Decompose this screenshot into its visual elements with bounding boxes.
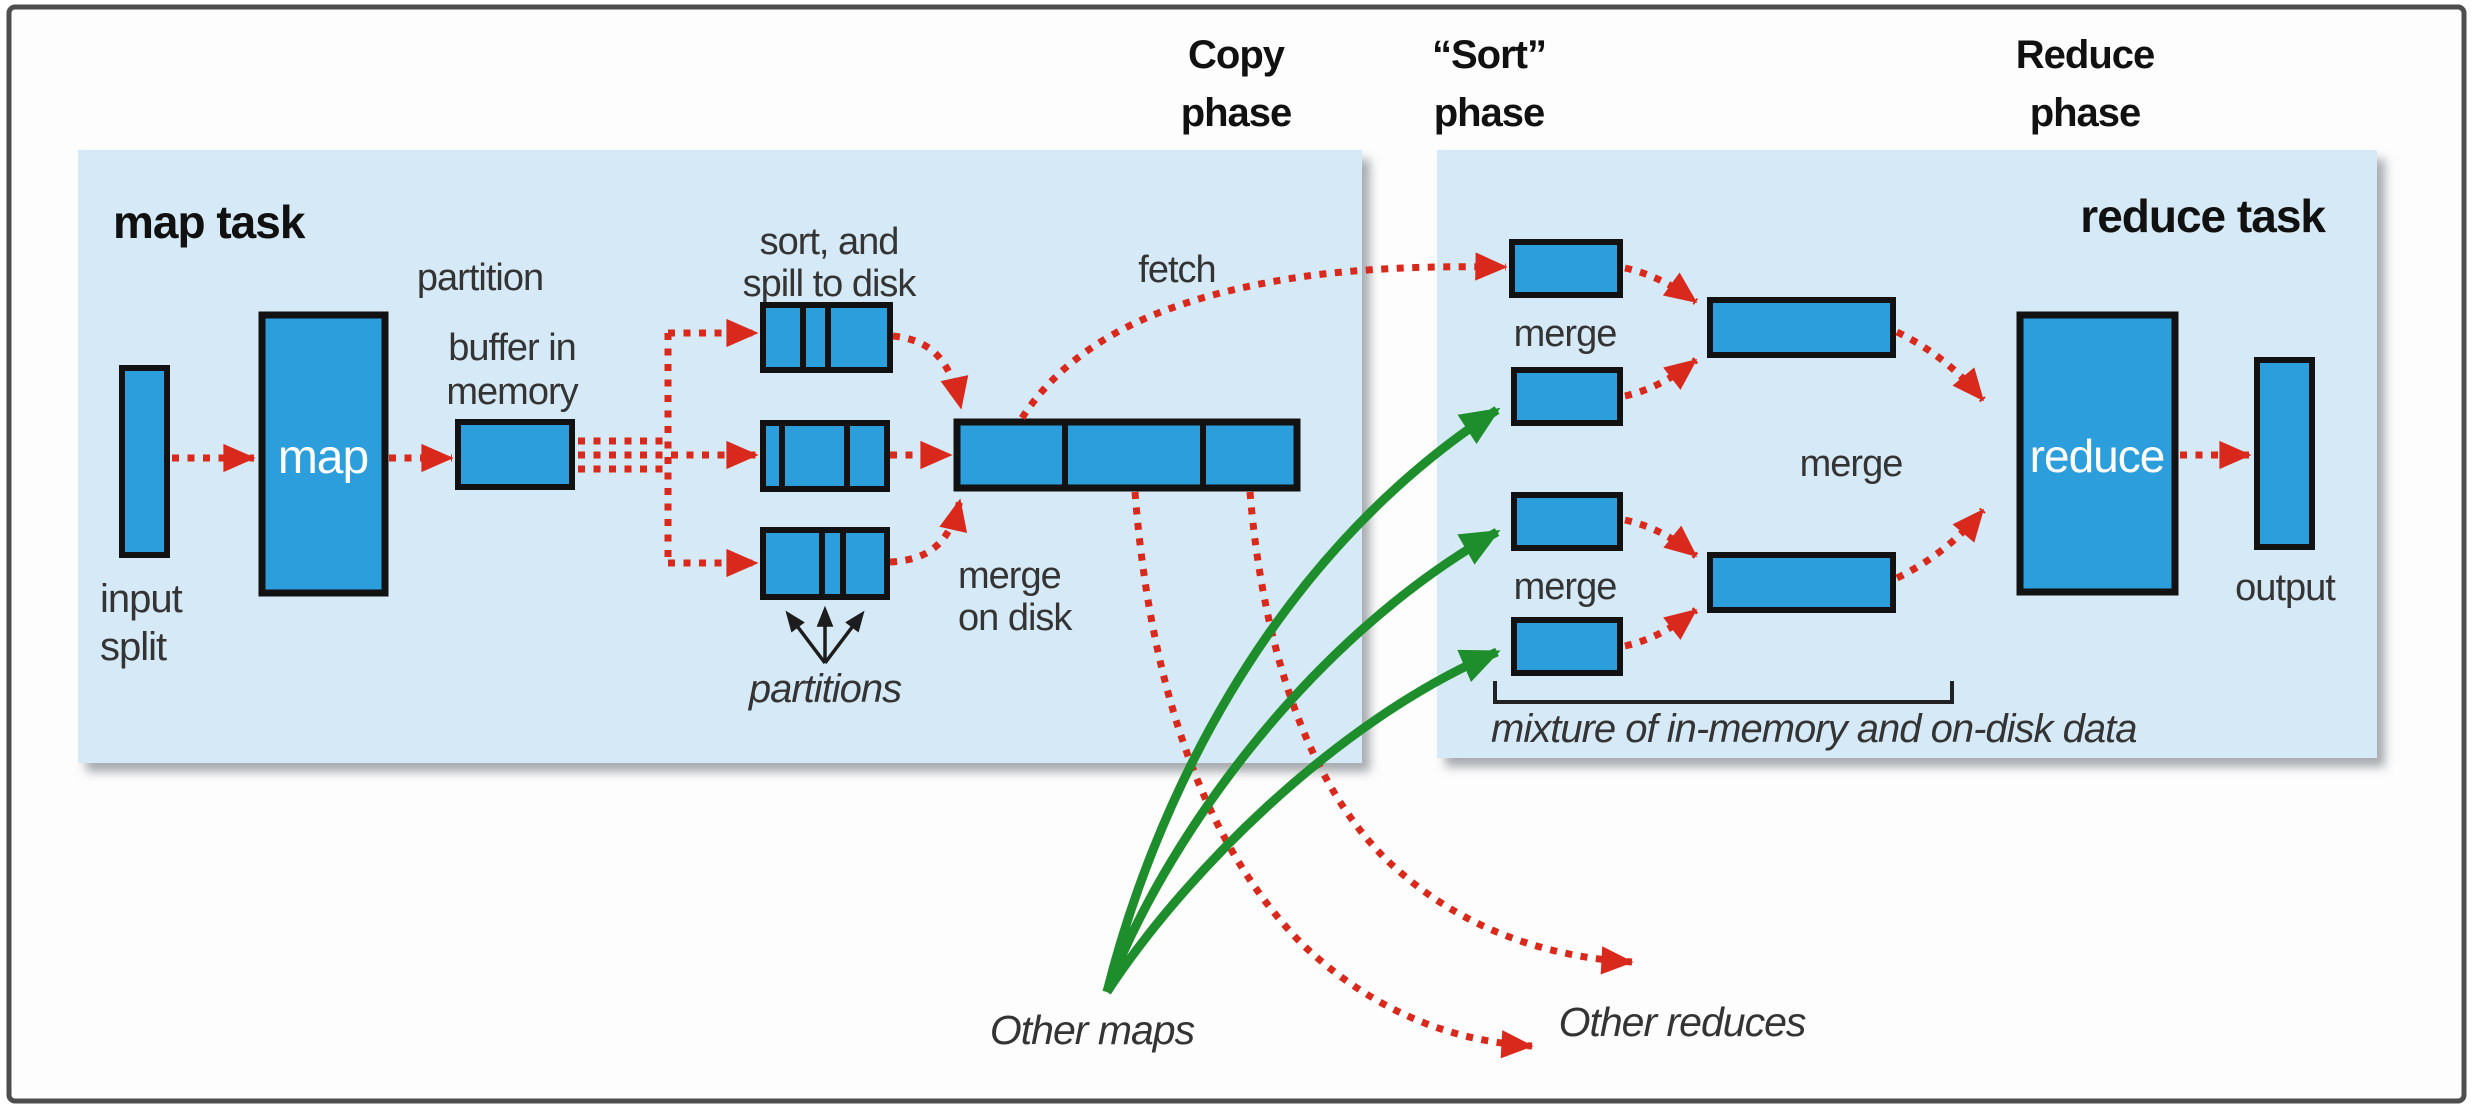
fetch-label: fetch xyxy=(1138,249,1215,291)
input-split-label: input xyxy=(100,577,183,621)
reduce-phase-label-line2: phase xyxy=(2030,91,2141,135)
arrow-spill3-to-merge xyxy=(889,498,968,566)
reduce-box-label: reduce xyxy=(2030,430,2165,482)
merge-label-bottom: merge xyxy=(1514,566,1617,608)
reduce-segment-box-2 xyxy=(1511,367,1623,426)
arrow-run2-to-reduce xyxy=(1895,507,1986,582)
map-task: map task input split map partition buffe… xyxy=(100,196,1301,711)
partitions-pointer-arrows xyxy=(785,605,865,665)
copy-phase-label: Copy xyxy=(1188,33,1286,77)
merged-output-box xyxy=(953,418,1301,492)
buffer-in-memory-label-line2: memory xyxy=(446,371,578,413)
reduce-segment-box-4 xyxy=(1511,617,1623,676)
mixture-caption: mixture of in-memory and on-disk data xyxy=(1491,707,2137,751)
partition-label: partition xyxy=(417,257,543,299)
input-split-label-line2: split xyxy=(100,625,167,669)
arrow-other-map-1 xyxy=(1102,406,1501,994)
merge-on-disk-label-line2: on disk xyxy=(958,597,1073,639)
arrow-run1-to-reduce xyxy=(1895,328,1986,403)
reduce-segment-box-3 xyxy=(1511,492,1623,551)
reduce-task-title: reduce task xyxy=(2080,190,2326,242)
other-maps-arrows xyxy=(1102,406,1501,995)
copy-phase-label-line2: phase xyxy=(1181,91,1292,135)
map-task-title: map task xyxy=(113,196,306,248)
buffer-box xyxy=(455,419,575,490)
arrow-other-map-2 xyxy=(1102,528,1501,994)
reduce-task: reduce task merge merge merge reduce out… xyxy=(1491,190,2337,751)
spill-to-disk-label: sort, and xyxy=(760,221,899,263)
arrow-to-other-reduce-1 xyxy=(1131,491,1534,1059)
reduce-segment-box-1 xyxy=(1509,239,1623,298)
spill-file-2 xyxy=(760,420,890,492)
output-label: output xyxy=(2235,567,2336,609)
spill-to-disk-label-line2: spill to disk xyxy=(743,263,918,305)
map-flow-arrows xyxy=(172,252,1634,1059)
output-box xyxy=(2254,357,2315,550)
merge-label-center: merge xyxy=(1800,443,1903,485)
map-box-label: map xyxy=(278,431,368,484)
merged-run-box-bottom xyxy=(1707,552,1896,613)
merge-on-disk-label: merge xyxy=(958,555,1061,597)
other-reduces-label: Other reduces xyxy=(1559,999,1806,1045)
merge-label-top: merge xyxy=(1514,313,1617,355)
map-box xyxy=(258,311,389,597)
sort-phase-label-line2: phase xyxy=(1434,91,1545,135)
arrow-to-other-reduce-2 xyxy=(1246,491,1634,975)
merged-run-box-top xyxy=(1707,297,1896,358)
reduce-phase-label: Reduce xyxy=(2016,33,2155,77)
spill-file-3 xyxy=(760,527,890,600)
spill-file-1 xyxy=(760,302,893,373)
other-maps-label: Other maps xyxy=(990,1007,1195,1053)
bracket xyxy=(1493,681,1954,704)
partitions-label: partitions xyxy=(748,667,902,711)
arrow-spill1-to-merge xyxy=(892,332,969,410)
input-split-box xyxy=(119,365,170,558)
sort-phase-label: “Sort” xyxy=(1432,33,1546,77)
reduce-box xyxy=(2016,311,2179,596)
phase-headers: Copy phase “Sort” phase Reduce phase xyxy=(1181,33,2156,135)
buffer-in-memory-label: buffer in xyxy=(448,327,576,369)
arrow-other-map-3 xyxy=(1103,647,1501,995)
